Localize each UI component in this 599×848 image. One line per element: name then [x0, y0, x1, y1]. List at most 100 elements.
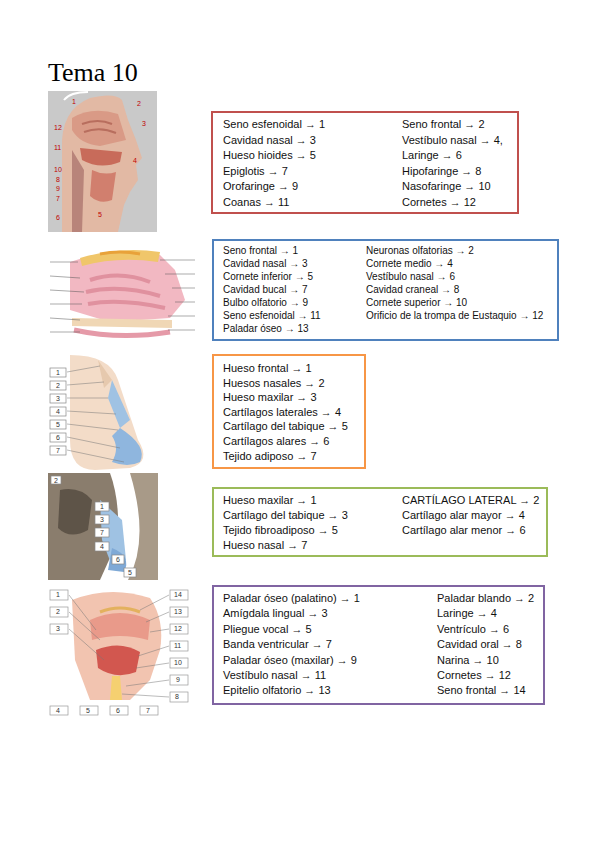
callout-number: 5 — [128, 569, 132, 576]
term-entry: Hipofaringe → 8 — [402, 165, 482, 178]
term-entry: Hueso maxilar → 3 — [223, 391, 317, 404]
nasal-skeleton-illustration — [48, 473, 158, 580]
callout-number: 10 — [54, 166, 62, 173]
term-entry: Vestíbulo nasal → 4, — [402, 134, 503, 147]
legend-box: Hueso frontal → 1 Huesos nasales → 2Hueso… — [212, 354, 366, 469]
term-entry: Cavidad bucal → 7 — [223, 284, 308, 296]
term-entry: Cavidad craneal → 8 — [366, 284, 459, 296]
callout-number: 9 — [176, 676, 180, 683]
callout-number: 1 — [56, 591, 60, 598]
callout-number: 11 — [174, 642, 181, 649]
term-entry: Bulbo olfatorio → 9 — [223, 297, 308, 309]
term-entry: Orofaringe → 9 — [223, 180, 298, 193]
term-entry: Cornete inferior → 5 — [223, 271, 313, 283]
term-entry: Neuronas olfatorias → 2 — [366, 245, 474, 257]
callout-number: 5 — [86, 707, 90, 714]
term-entry: Narina → 10 — [437, 654, 499, 667]
term-entry: Epiglotis → 7 — [223, 165, 288, 178]
callout-number: 6 — [56, 434, 60, 441]
callout-number: 3 — [56, 395, 60, 402]
term-entry: Laringe → 4 — [437, 607, 497, 620]
callout-number: 7 — [56, 195, 60, 202]
term-entry: Cavidad oral → 8 — [437, 638, 522, 651]
callout-number: 1 — [72, 98, 76, 105]
callout-number: 7 — [100, 529, 104, 536]
term-entry: Seno frontal → 14 — [437, 684, 526, 697]
term-entry: Hueso hioides → 5 — [223, 149, 316, 162]
callout-number: 2 — [54, 477, 58, 484]
callout-number: 7 — [56, 447, 60, 454]
term-entry: Cartílagos laterales → 4 — [223, 406, 341, 419]
callout-number: 3 — [56, 625, 60, 632]
callout-number: 11 — [54, 144, 61, 151]
term-entry: Cartílagos alares → 6 — [223, 435, 329, 448]
callout-number: 6 — [116, 707, 120, 714]
term-entry: Vestíbulo nasal → 6 — [366, 271, 455, 283]
callout-number: 8 — [175, 693, 179, 700]
term-entry: Vestíbulo nasal → 11 — [223, 669, 326, 682]
callout-number: 4 — [56, 707, 60, 714]
term-entry: Paladar óseo (maxilar) → 9 — [223, 654, 357, 667]
legend-box: Seno esfenoidal → 1 Seno frontal → 2 Cavid… — [211, 111, 519, 214]
term-entry: Orificio de la trompa de Eustaquio → 12 — [366, 310, 543, 322]
callout-number: 14 — [174, 591, 182, 598]
callout-number: 4 — [100, 543, 104, 550]
term-entry: Cartílago alar mayor → 4 — [402, 509, 525, 522]
term-entry: Cavidad nasal → 3 — [223, 134, 316, 147]
term-entry: Cartílago del tabique → 5 — [223, 420, 348, 433]
callout-number: 3 — [142, 120, 146, 127]
nose-cartilage-illustration — [50, 355, 143, 470]
callout-number: 10 — [174, 659, 182, 666]
callout-number: 13 — [174, 608, 182, 615]
nasal-cavity-illustration — [48, 246, 197, 340]
term-entry: Seno esfenoidal → 1 — [223, 118, 325, 131]
term-entry: Banda ventricular → 7 — [223, 638, 332, 651]
callout-number: 1 — [56, 369, 60, 376]
callout-number: 6 — [116, 556, 120, 563]
callout-number: 12 — [54, 124, 62, 131]
term-entry: Tejido adiposo → 7 — [223, 450, 317, 463]
term-entry: Huesos nasales → 2 — [223, 377, 325, 390]
term-entry: CARTÍLAGO LATERAL → 2 — [402, 494, 539, 507]
term-entry: Amígdala lingual → 3 — [223, 607, 328, 620]
callout-number: 5 — [98, 211, 102, 218]
callout-number: 9 — [56, 185, 60, 192]
term-entry: Seno esfenoidal → 11 — [223, 310, 321, 322]
callout-number: 12 — [174, 625, 182, 632]
term-entry: Epitelio olfatorio → 13 — [223, 684, 331, 697]
term-entry: Ventrículo → 6 — [437, 623, 509, 636]
term-entry: Hueso nasal → 7 — [223, 539, 307, 552]
callout-number: 4 — [133, 157, 137, 164]
term-entry: Cartílago del tabique → 3 — [223, 509, 348, 522]
callout-number: 7 — [146, 707, 150, 714]
legend-box: Paladar óseo (palatino) → 1 Paladar bland… — [212, 585, 545, 705]
term-entry: Seno frontal → 2 — [402, 118, 485, 131]
term-entry: Cornetes → 12 — [402, 196, 476, 209]
legend-box: Seno frontal → 1Neuronas olfatorias → 2C… — [212, 239, 559, 341]
term-entry: Cornete medio → 4 — [366, 258, 453, 270]
term-entry: Hueso maxilar → 1 — [223, 494, 317, 507]
callout-number: 3 — [100, 516, 104, 523]
term-entry: Paladar óseo → 13 — [223, 323, 309, 335]
callout-number: 6 — [56, 214, 60, 221]
term-entry: Paladar blando → 2 — [437, 592, 534, 605]
head-section-illustration — [48, 91, 157, 232]
callout-number: 2 — [137, 100, 141, 107]
airway-section-illustration — [50, 590, 188, 715]
callout-number: 8 — [56, 176, 60, 183]
term-entry: Coanas → 11 — [223, 196, 289, 209]
legend-box: Hueso maxilar → 1 CARTÍLAGO LATERAL → 2 Ca… — [212, 487, 548, 557]
page-title: Tema 10 — [48, 58, 138, 88]
callout-number: 4 — [56, 408, 60, 415]
term-entry: Hueso frontal → 1 — [223, 362, 312, 375]
callout-number: 5 — [56, 421, 60, 428]
term-entry: Cornetes → 12 — [437, 669, 511, 682]
callout-number: 2 — [56, 382, 60, 389]
term-entry: Pliegue vocal → 5 — [223, 623, 312, 636]
term-entry: Paladar óseo (palatino) → 1 — [223, 592, 360, 605]
callout-number: 2 — [56, 608, 60, 615]
term-entry: Cartílago alar menor → 6 — [402, 524, 526, 537]
term-entry: Nasofaringe → 10 — [402, 180, 491, 193]
term-entry: Seno frontal → 1 — [223, 245, 298, 257]
term-entry: Cavidad nasal → 3 — [223, 258, 308, 270]
